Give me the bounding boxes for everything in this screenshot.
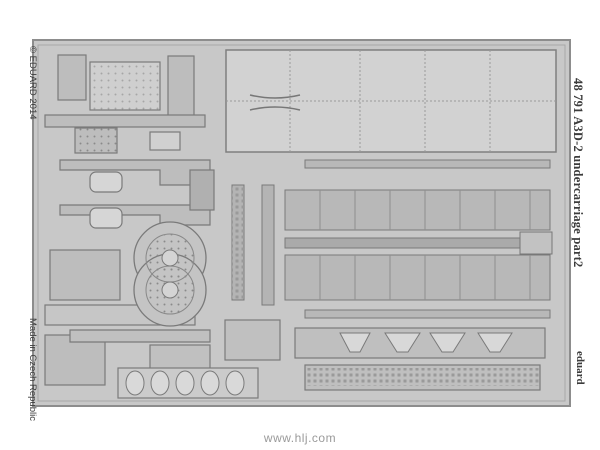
fret-header-text: 48 791 A3D-2 undercarriage part2 xyxy=(571,78,585,268)
site-watermark: www.hlj.com xyxy=(263,431,337,445)
copyright-text: © EDUARD 2014 xyxy=(27,46,38,120)
ribbed-strips xyxy=(284,159,551,319)
brand-logo-text: eduard xyxy=(574,351,586,385)
made-in-text: Made in Czech Republic xyxy=(27,318,38,421)
upper-panel xyxy=(225,49,557,153)
